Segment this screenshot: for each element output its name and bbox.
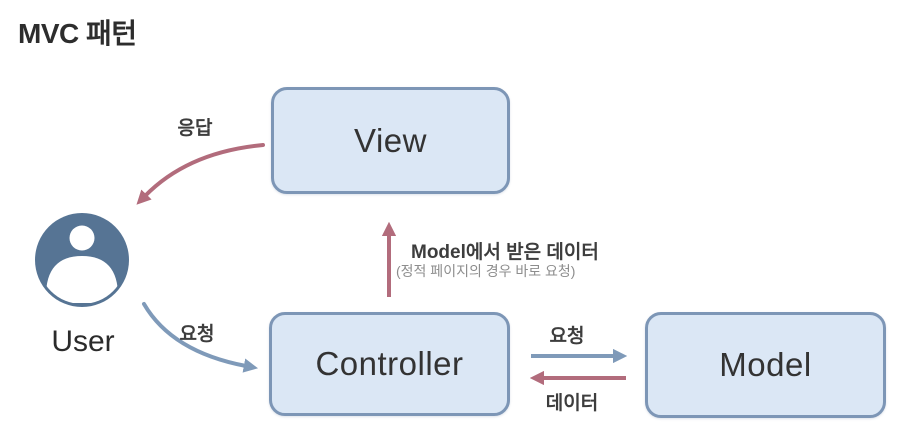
- node-view-label: View: [354, 121, 427, 159]
- node-model-label: Model: [719, 346, 812, 383]
- edge-label-response: 응답: [177, 118, 213, 139]
- edge-label-data-to-view: Model에서 받은 데이터: [411, 242, 599, 263]
- page-title: MVC 패턴: [18, 18, 137, 49]
- user-label: User: [51, 325, 115, 358]
- edge-label-request-model: 요청: [549, 326, 585, 347]
- user-icon: [35, 213, 129, 307]
- user-icon-head: [69, 225, 95, 251]
- node-view: View: [271, 87, 510, 194]
- arrow-request-user-to-controller: [142, 302, 259, 373]
- node-controller: Controller: [269, 312, 510, 416]
- user-icon-shoulders: [46, 256, 118, 303]
- node-model: Model: [645, 312, 886, 418]
- edge-sublabel-data-to-view: (정적 페이지의 경우 바로 요청): [396, 263, 576, 279]
- edge-label-request-user: 요청: [179, 324, 215, 345]
- node-controller-label: Controller: [315, 345, 464, 382]
- arrow-response-view-to-user: [136, 143, 265, 205]
- edge-label-data-from-model: 데이터: [545, 393, 599, 414]
